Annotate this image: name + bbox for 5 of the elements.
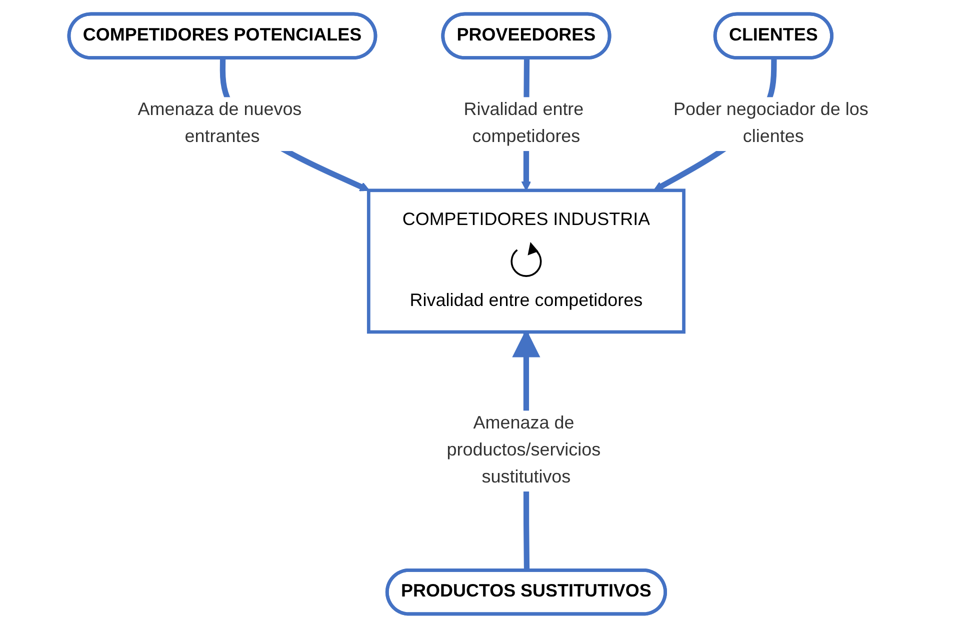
edge-label: Amenaza de nuevos entrantes [138, 100, 302, 147]
node-box: COMPETIDORES INDUSTRIA Rivalidad entre competidores [367, 188, 686, 334]
edge-label: Rivalidad entre competidores [464, 100, 584, 147]
edge-label: Amenaza de productos/servicios sustitutivos [446, 414, 601, 488]
edge-label: Poder negociador de los clientes [674, 100, 868, 147]
